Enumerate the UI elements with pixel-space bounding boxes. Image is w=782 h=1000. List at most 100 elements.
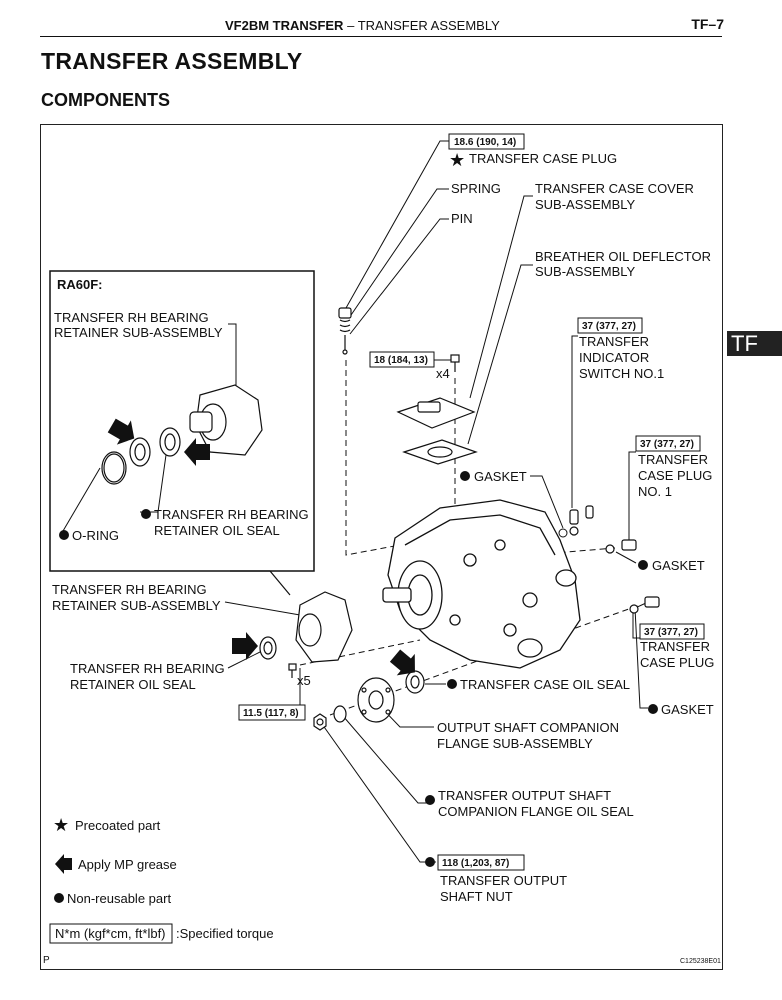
legend-grease-arrow-icon [55, 854, 72, 874]
legend-precoated: Precoated part [75, 818, 161, 833]
o-ring-label: O-RING [72, 528, 119, 543]
legend-non-reusable-icon [54, 893, 64, 903]
plug1-label-3: NO. 1 [638, 484, 672, 499]
gasket-mid-label: GASKET [474, 469, 527, 484]
case-oil-seal-part [405, 670, 425, 694]
legend-torque-box [49, 923, 173, 944]
indicator-label-3: SWITCH NO.1 [579, 366, 664, 381]
torque-plug1-value: 37 (377, 27) [640, 439, 694, 450]
retainer-part [295, 591, 353, 663]
indicator-label-1: TRANSFER [579, 334, 649, 349]
section-tab: TF [727, 331, 782, 356]
flange-seal-label-1: TRANSFER OUTPUT SHAFT [438, 788, 611, 803]
flange-label-2: FLANGE SUB-ASSEMBLY [437, 736, 593, 751]
retainer-oil-seal-part [259, 636, 277, 660]
retainer-seal-label-2: RETAINER OIL SEAL [70, 677, 196, 692]
gasket-mid-part [558, 528, 568, 538]
non-reusable-icon [141, 509, 151, 519]
legend-torque-unit: N*m (kgf*cm, ft*lbf) [55, 926, 166, 941]
indicator-switch-part [569, 505, 594, 536]
plug1-label-2: CASE PLUG [638, 468, 712, 483]
grease-arrows [107, 418, 415, 676]
legend-torque-desc: :Specified torque [176, 926, 274, 941]
grease-arrow-icon [184, 438, 210, 466]
retainer-bolt-part [288, 663, 297, 678]
retainer-label-2: RETAINER SUB-ASSEMBLY [52, 598, 221, 613]
inset-oil-seal-label-1: TRANSFER RH BEARING [154, 507, 309, 522]
precoated-star-icon: ★ [449, 150, 465, 170]
transfer-case-plug-no1-part [605, 539, 637, 554]
retainer-seal-label-1: TRANSFER RH BEARING [70, 661, 225, 676]
torque-box-plug2 [639, 623, 705, 640]
torque-indicator-value: 37 (377, 27) [582, 321, 636, 332]
page-header: VF2BM TRANSFER – TRANSFER ASSEMBLY TF–7 [0, 16, 782, 36]
gasket-plug2-label: GASKET [661, 702, 714, 717]
deflector-label-2: SUB-ASSEMBLY [535, 264, 636, 279]
spring-label: SPRING [451, 181, 501, 196]
deflector-label-1: BREATHER OIL DEFLECTOR [535, 249, 711, 264]
plug1-label-1: TRANSFER [638, 452, 708, 467]
header-section: VF2BM TRANSFER – TRANSFER ASSEMBLY [225, 18, 500, 33]
header-separator: – [347, 18, 355, 33]
plug2-label-2: CASE PLUG [640, 655, 714, 670]
header-section-rest: TRANSFER ASSEMBLY [357, 18, 500, 33]
inset-title: RA60F: [57, 277, 103, 292]
grease-arrow-icon [232, 632, 258, 660]
inset-oil-seal-label-2: RETAINER OIL SEAL [154, 523, 280, 538]
header-rule [40, 36, 722, 37]
nut-label-1: TRANSFER OUTPUT [440, 873, 567, 888]
header-section-bold: VF2BM TRANSFER [225, 18, 344, 33]
torque-top-value: 18.6 (190, 14) [454, 137, 516, 148]
transfer-case-plug-part-2 [629, 596, 660, 614]
transfer-case-body-part [382, 499, 581, 669]
legend-non-reusable: Non-reusable part [67, 891, 171, 906]
footer-left-mark: P [43, 955, 50, 966]
gasket-plug1-label: GASKET [652, 558, 705, 573]
figure-code: C125238E01 [680, 958, 721, 965]
output-shaft-nut-part [313, 713, 327, 731]
diagram-frame [40, 124, 723, 970]
grease-arrow-icon [107, 418, 135, 445]
transfer-case-cover-part [396, 397, 476, 429]
page-number: TF–7 [691, 16, 724, 32]
inset-retainer-label-1: TRANSFER RH BEARING [54, 310, 209, 325]
plug2-label-1: TRANSFER [640, 639, 710, 654]
torque-box-indicator [577, 317, 643, 334]
cover-bolt-part [450, 354, 460, 372]
inset-oil-seals-part [101, 427, 181, 485]
torque-nut-value: 118 (1,203, 87) [442, 858, 509, 869]
qty-cover-bolts: x4 [436, 366, 450, 381]
torque-retainer-value: 11.5 (117, 8) [243, 708, 299, 719]
flange-seal-label-2: COMPANION FLANGE OIL SEAL [438, 804, 634, 819]
cover-label-1: TRANSFER CASE COVER [535, 181, 694, 196]
inset-retainer-label-2: RETAINER SUB-ASSEMBLY [54, 325, 223, 340]
legend-grease: Apply MP grease [78, 857, 177, 872]
torque-box-top [448, 133, 525, 150]
torque-box-cover-bolts [369, 351, 435, 368]
breather-oil-deflector-part [402, 439, 478, 465]
torque-box-retainer [238, 704, 306, 721]
non-reusable-icon [460, 471, 470, 481]
flange-label-1: OUTPUT SHAFT COMPANION [437, 720, 619, 735]
non-reusable-icon [425, 857, 435, 867]
cover-label-2: SUB-ASSEMBLY [535, 197, 636, 212]
flange-oil-seal-part [333, 705, 347, 723]
torque-box-plug1 [635, 435, 701, 452]
non-reusable-icon [59, 530, 69, 540]
transfer-case-plug-part [338, 307, 352, 355]
torque-box-nut [437, 854, 525, 871]
indicator-label-2: INDICATOR [579, 350, 649, 365]
nut-label-2: SHAFT NUT [440, 889, 513, 904]
inset-retainer-part [189, 384, 263, 456]
non-reusable-icon [425, 795, 435, 805]
ra60f-inset-box [49, 270, 315, 572]
non-reusable-icon [638, 560, 648, 570]
companion-flange-part [357, 677, 395, 723]
case-oil-seal-label: TRANSFER CASE OIL SEAL [460, 677, 630, 692]
non-reusable-icon [648, 704, 658, 714]
grease-arrow-icon [389, 649, 415, 676]
transfer-case-plug-top-label: TRANSFER CASE PLUG [469, 151, 617, 166]
retainer-label-1: TRANSFER RH BEARING [52, 582, 207, 597]
pin-label: PIN [451, 211, 473, 226]
